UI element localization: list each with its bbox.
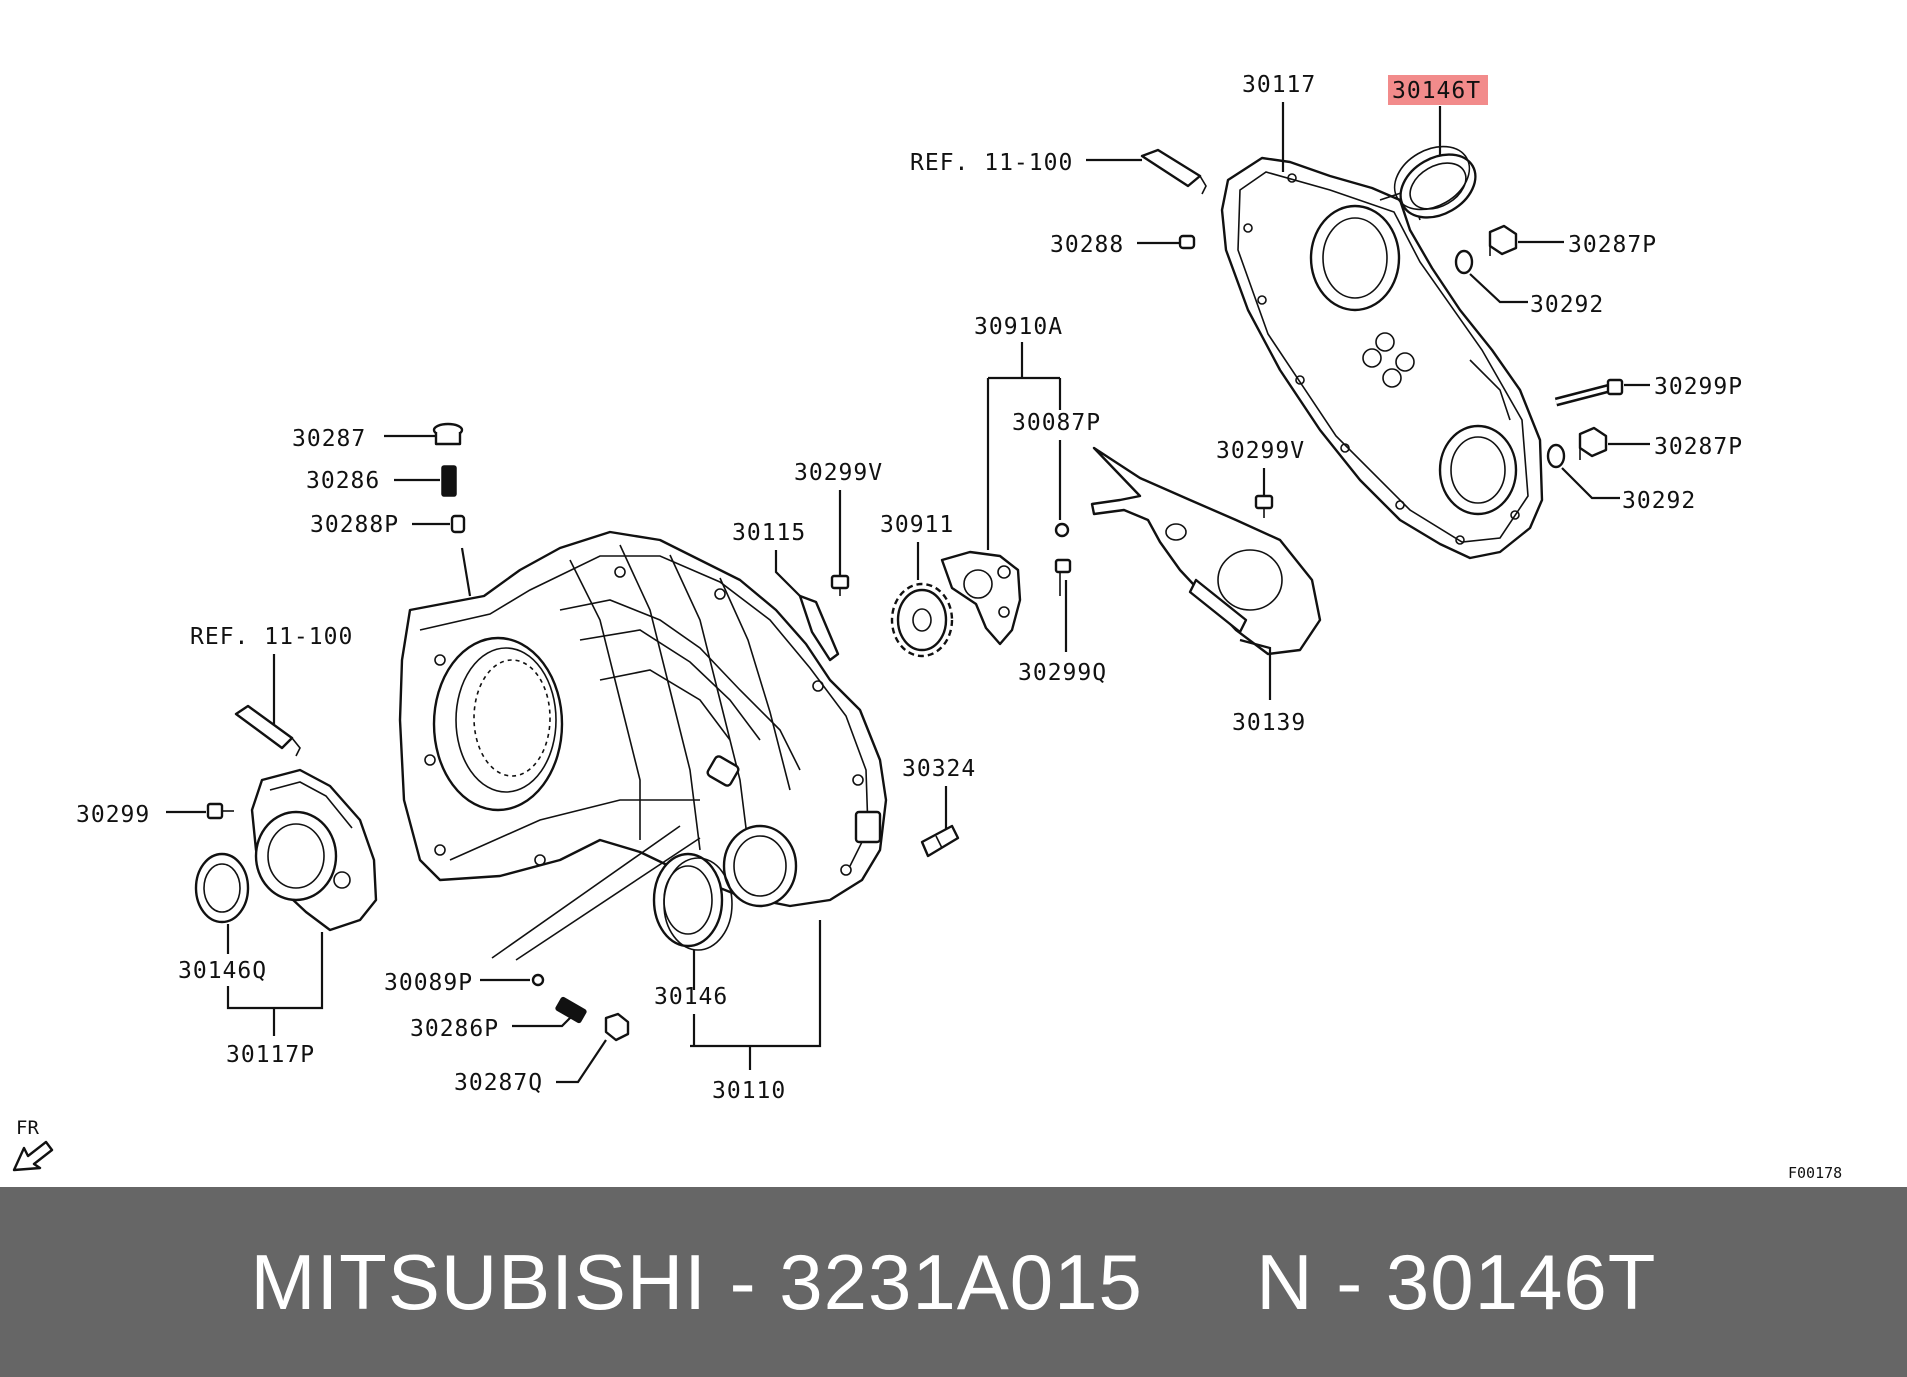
label-ref-11-100-top: REF. 11-100 xyxy=(910,150,1073,176)
pin-30288P xyxy=(450,514,466,534)
sealant-tube-top xyxy=(1140,148,1207,195)
label-30288: 30288 xyxy=(1050,232,1124,258)
label-30299V-right: 30299V xyxy=(1216,438,1305,464)
oil-strainer-30139 xyxy=(1090,446,1322,656)
plug-30287P-top xyxy=(1488,224,1518,256)
label-30287P-mid: 30287P xyxy=(1654,434,1743,460)
exploded-parts-diagram: 30117 30146T REF. 11-100 30288 30287P 30… xyxy=(12,72,1842,1182)
gasket-30292-mid xyxy=(1546,443,1566,469)
oil-seal-30146T xyxy=(1393,145,1477,219)
oil-pump-body-30910A xyxy=(940,550,1022,646)
label-30139: 30139 xyxy=(1232,710,1306,736)
bolt-30299Q xyxy=(1054,558,1072,596)
transfer-case-30110 xyxy=(398,530,888,908)
front-direction-arrow-icon xyxy=(12,1140,54,1172)
gear-30911 xyxy=(890,582,954,658)
label-30117P: 30117P xyxy=(226,1042,315,1068)
label-30299V-left: 30299V xyxy=(794,460,883,486)
highlight-box xyxy=(1388,75,1488,105)
bolt-30299P xyxy=(1554,378,1624,407)
sealant-tube-left xyxy=(234,704,301,757)
label-30110: 30110 xyxy=(712,1078,786,1104)
label-30910A: 30910A xyxy=(974,314,1063,340)
label-30299: 30299 xyxy=(76,802,150,828)
label-30299Q: 30299Q xyxy=(1018,660,1107,686)
plug-30287Q xyxy=(604,1012,630,1042)
cover-30115 xyxy=(798,594,840,662)
label-30292-top: 30292 xyxy=(1530,292,1604,318)
bolt-30299 xyxy=(206,802,234,820)
gasket-30292-top xyxy=(1454,249,1474,275)
ball-30089P xyxy=(531,973,545,987)
label-30146: 30146 xyxy=(654,984,728,1010)
bolt-30299V-right xyxy=(1254,494,1274,518)
label-30089P: 30089P xyxy=(384,970,473,996)
part-number-banner: MITSUBISHI - 3231A015 N - 30146T xyxy=(0,1187,1907,1377)
label-30287Q: 30287Q xyxy=(454,1070,543,1096)
label-30146T: 30146T xyxy=(1392,78,1481,104)
rear-cover-part xyxy=(1220,156,1544,560)
front-cover-30117P xyxy=(250,768,378,932)
figure-code: F00178 xyxy=(1788,1164,1842,1182)
o-ring-30087P xyxy=(1054,522,1070,538)
label-30288P: 30288P xyxy=(310,512,399,538)
label-30287P-top: 30287P xyxy=(1568,232,1657,258)
label-30087P: 30087P xyxy=(1012,410,1101,436)
spring-30286P xyxy=(555,996,587,1024)
label-30287: 30287 xyxy=(292,426,366,452)
label-30146Q: 30146Q xyxy=(178,958,267,984)
pin-30288 xyxy=(1178,234,1196,250)
banner-text: MITSUBISHI - 3231A015 N - 30146T xyxy=(250,1237,1657,1326)
oil-seal-30146 xyxy=(652,852,733,951)
spring-30286 xyxy=(441,465,457,497)
label-30324: 30324 xyxy=(902,756,976,782)
label-30117: 30117 xyxy=(1242,72,1316,98)
label-30115: 30115 xyxy=(732,520,806,546)
label-30286P: 30286P xyxy=(410,1016,499,1042)
label-30299P: 30299P xyxy=(1654,374,1743,400)
plug-30287P-mid xyxy=(1578,426,1608,460)
label-ref-11-100-left: REF. 11-100 xyxy=(190,624,353,650)
oil-seal-30146Q xyxy=(194,852,250,924)
bolt-30299V-left xyxy=(830,574,850,596)
sensor-30324 xyxy=(920,824,960,858)
fr-label: FR xyxy=(16,1117,39,1139)
label-30911: 30911 xyxy=(880,512,954,538)
label-30286: 30286 xyxy=(306,468,380,494)
plug-30287 xyxy=(432,422,464,446)
label-30292-mid: 30292 xyxy=(1622,488,1696,514)
